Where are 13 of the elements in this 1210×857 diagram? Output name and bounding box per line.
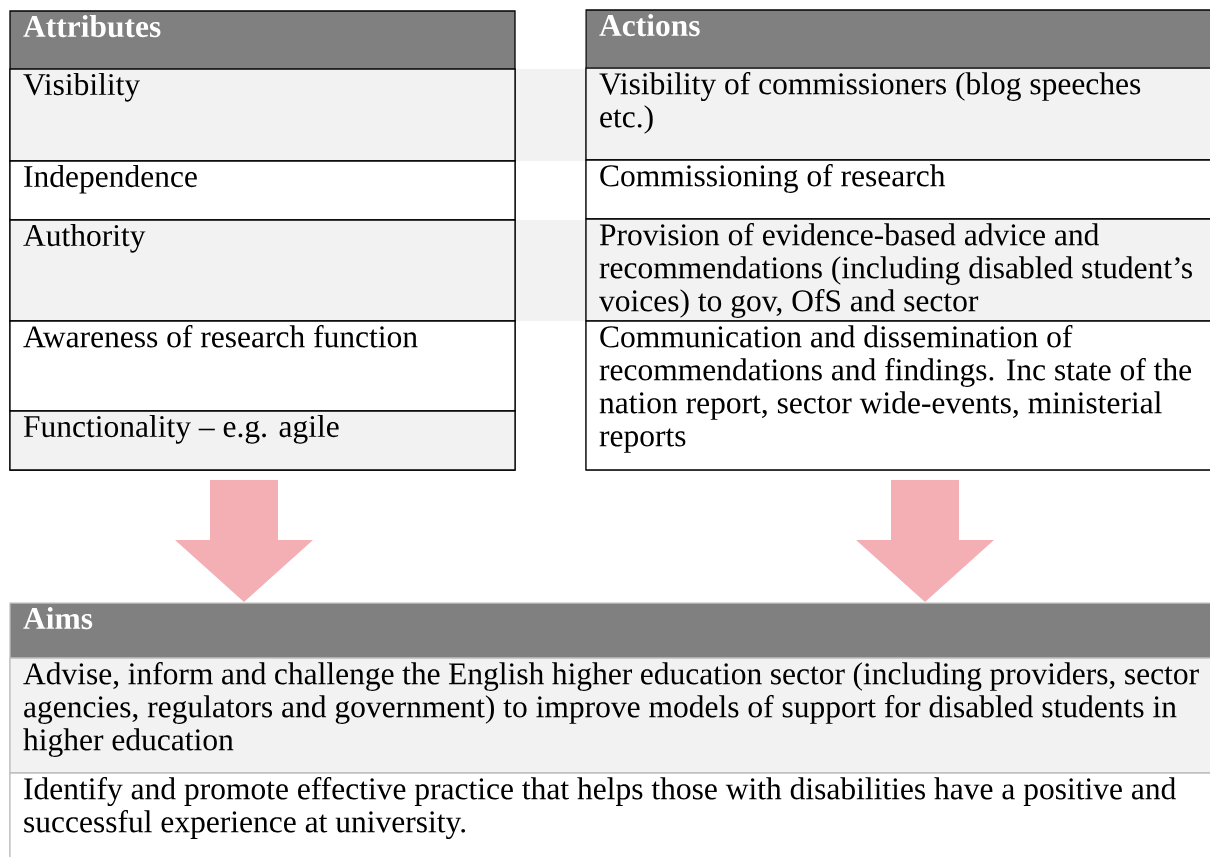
- block-arrow: [175, 480, 313, 602]
- block-arrow: [856, 480, 994, 602]
- table-row: Visibility: [9, 68, 516, 162]
- table-row: Functionality – e.g. agile: [9, 410, 516, 471]
- table-row: Independence: [9, 160, 516, 221]
- table-row: Provision of evidence-based advice and recommendations (including disabled student’s voices) to gov, OfS and sector: [585, 218, 1210, 322]
- table-row: Commissioning of research: [585, 159, 1210, 220]
- table-row: Visibility of commissioners (blog speeches etc.): [585, 67, 1210, 161]
- table-row: Advise, inform and challenge the English higher education sector (including providers, sector agencies, regulators and government) to improve models of support for disabled students in higher education: [9, 657, 1210, 774]
- table-row: Awareness of research function: [9, 320, 516, 412]
- table-row: Communication and dissemination of recommendations and findings. Inc state of the nation report, sector wide-events, ministerial reports: [585, 320, 1210, 471]
- table-row: Authority: [9, 219, 516, 322]
- table-row: Identify and promote effective practice that helps those with disabilities have a positive and successful experience at university.: [9, 772, 1210, 857]
